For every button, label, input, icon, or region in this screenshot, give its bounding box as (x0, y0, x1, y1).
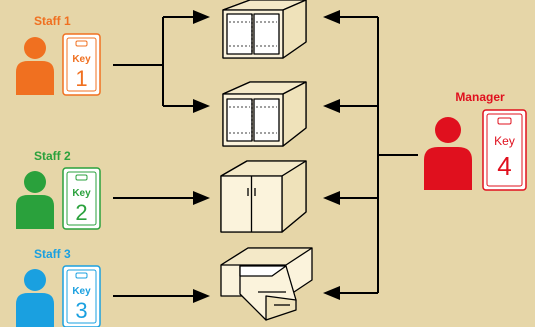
manager-label: Manager (455, 90, 505, 104)
cabinet-2-glass-cabinet-icon (223, 82, 306, 146)
staff-3-key-label: Key (72, 286, 91, 297)
staff-2-key-number: 2 (75, 200, 87, 225)
staff-arrowheads (193, 10, 210, 303)
manager-arrowheads (323, 10, 340, 300)
cabinet-1-glass-cabinet-icon (223, 0, 306, 58)
manager-connectors (338, 17, 418, 293)
staff-1-person-icon (16, 37, 54, 95)
staff-3-group: Staff 3 Key 3 (16, 247, 100, 327)
staff-connectors (113, 17, 195, 296)
staff-1-label: Staff 1 (34, 14, 71, 28)
staff-1-group: Staff 1 Key 1 (16, 14, 100, 95)
manager-person-icon (424, 117, 472, 190)
staff-3-key-icon: Key 3 (63, 266, 100, 327)
staff-1-key-label: Key (72, 54, 91, 65)
staff-3-person-icon (16, 269, 54, 327)
manager-key-number: 4 (497, 151, 511, 181)
staff-2-label: Staff 2 (34, 149, 71, 163)
staff-1-key-icon: Key 1 (63, 34, 100, 95)
staff-2-key-label: Key (72, 188, 91, 199)
staff-3-key-number: 3 (75, 298, 87, 323)
manager-group: Manager Key 4 (424, 90, 526, 190)
staff-2-person-icon (16, 171, 54, 229)
cabinet-3-door-cabinet-icon (221, 161, 306, 232)
staff-1-key-number: 1 (75, 66, 87, 91)
manager-key-label: Key (494, 134, 515, 148)
staff-2-key-icon: Key 2 (63, 168, 100, 229)
cabinet-4-drawer-cabinet-icon (221, 248, 312, 320)
staff-2-group: Staff 2 Key 2 (16, 149, 100, 229)
manager-key-icon: Key 4 (483, 110, 526, 190)
staff-3-label: Staff 3 (34, 247, 71, 261)
